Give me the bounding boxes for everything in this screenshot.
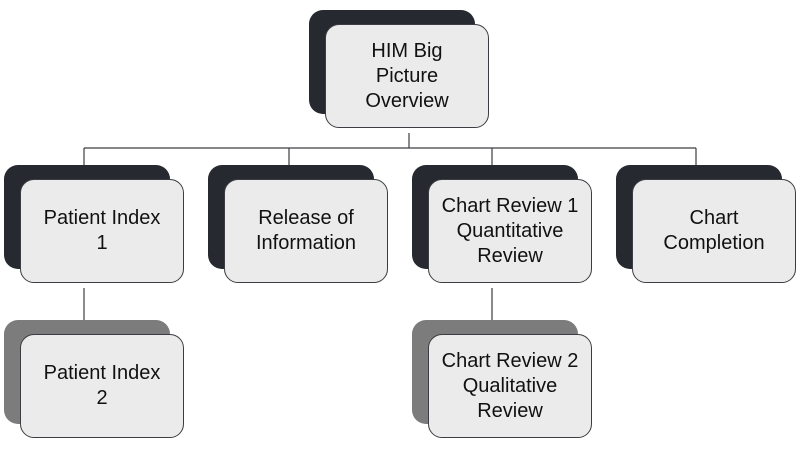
node-card: Chart Completion bbox=[632, 179, 796, 283]
node-card: Chart Review 2 Qualitative Review bbox=[428, 334, 592, 438]
node-card: Patient Index 2 bbox=[20, 334, 184, 438]
node-label: Patient Index 2 bbox=[43, 362, 161, 409]
node-label: HIM Big Picture Overview bbox=[365, 39, 449, 112]
node-label: Chart Completion bbox=[663, 207, 765, 254]
node-chart-completion: Chart Completion bbox=[616, 165, 798, 283]
node-chart-review-1-quantitative-review: Chart Review 1 Quantitative Review bbox=[412, 165, 594, 283]
node-patient-index-1: Patient Index 1 bbox=[4, 165, 186, 283]
node-chart-review-2-qualitative-review: Chart Review 2 Qualitative Review bbox=[412, 320, 594, 438]
node-patient-index-2: Patient Index 2 bbox=[4, 320, 186, 438]
node-label: Chart Review 2 Qualitative Review bbox=[441, 349, 579, 422]
node-label: Release of Information bbox=[255, 207, 357, 254]
node-label: Patient Index 1 bbox=[43, 207, 161, 254]
node-card: Release of Information bbox=[224, 179, 388, 283]
node-card: Chart Review 1 Quantitative Review bbox=[428, 179, 592, 283]
node-him-big-picture-overview: HIM Big Picture Overview bbox=[309, 10, 491, 128]
node-release-of-information: Release of Information bbox=[208, 165, 390, 283]
node-card: Patient Index 1 bbox=[20, 179, 184, 283]
node-label: Chart Review 1 Quantitative Review bbox=[441, 194, 579, 267]
node-card: HIM Big Picture Overview bbox=[325, 24, 489, 128]
